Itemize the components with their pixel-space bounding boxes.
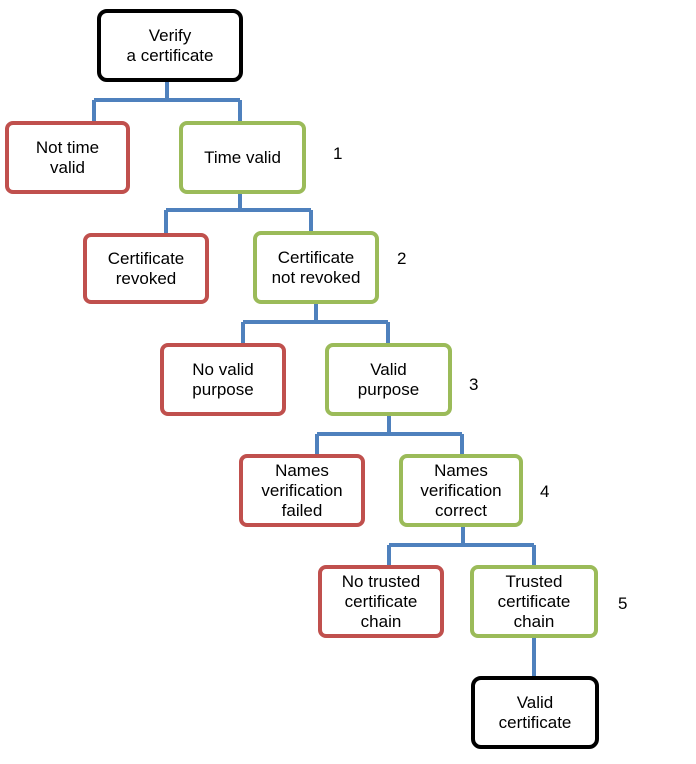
time-valid-label: Time valid bbox=[204, 147, 281, 167]
no-valid-purpose-node: No valid purpose bbox=[160, 343, 286, 416]
step-5-label: 5 bbox=[618, 594, 628, 613]
no-trusted-chain-label: No trusted certificate chain bbox=[341, 571, 421, 631]
names-verification-correct-node: Names verification correct bbox=[399, 454, 523, 527]
certificate-not-revoked-node: Certificate not revoked bbox=[253, 231, 379, 304]
connector-root bbox=[92, 82, 242, 122]
step-2-label: 2 bbox=[397, 249, 407, 268]
valid-certificate-node: Valid certificate bbox=[471, 676, 599, 749]
certificate-revoked-label: Certificate revoked bbox=[107, 248, 185, 288]
no-trusted-chain-node: No trusted certificate chain bbox=[318, 565, 444, 638]
names-verification-failed-node: Names verification failed bbox=[239, 454, 365, 527]
connector-time-valid bbox=[164, 194, 313, 233]
connector-names-correct bbox=[387, 527, 536, 567]
verify-certificate-label: Verify a certificate bbox=[126, 25, 214, 65]
valid-purpose-node: Valid purpose bbox=[325, 343, 452, 416]
step-4-label: 4 bbox=[540, 482, 550, 501]
trusted-chain-label: Trusted certificate chain bbox=[497, 571, 571, 631]
no-valid-purpose-label: No valid purpose bbox=[192, 359, 254, 399]
time-valid-node: Time valid bbox=[179, 121, 306, 194]
names-verification-correct-label: Names verification correct bbox=[420, 460, 502, 520]
valid-certificate-label: Valid certificate bbox=[498, 692, 572, 732]
not-time-valid-node: Not time valid bbox=[5, 121, 130, 194]
step-1-label: 1 bbox=[333, 144, 343, 163]
names-verification-failed-label: Names verification failed bbox=[261, 460, 343, 520]
not-time-valid-label: Not time valid bbox=[35, 137, 100, 177]
certificate-not-revoked-label: Certificate not revoked bbox=[271, 247, 361, 287]
step-3-label: 3 bbox=[469, 375, 479, 394]
valid-purpose-label: Valid purpose bbox=[357, 359, 420, 399]
connector-valid-purpose bbox=[315, 416, 464, 456]
certificate-revoked-node: Certificate revoked bbox=[83, 233, 209, 304]
trusted-chain-node: Trusted certificate chain bbox=[470, 565, 598, 638]
verify-certificate-node: Verify a certificate bbox=[97, 9, 243, 82]
connector-not-revoked bbox=[241, 304, 390, 345]
